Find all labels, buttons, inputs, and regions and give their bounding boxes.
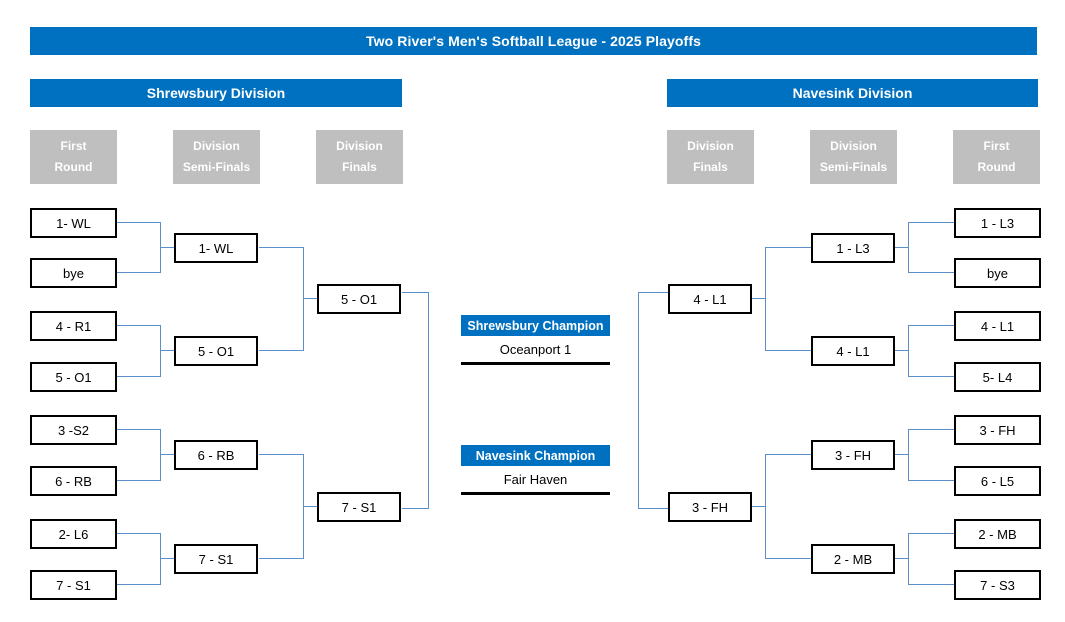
connector (402, 292, 429, 294)
connector (765, 350, 812, 352)
connector (908, 222, 955, 224)
connector (303, 506, 318, 508)
round-header-left-semi-finals: Division Semi-Finals (173, 130, 260, 184)
champion-card-heading: Shrewsbury Champion (461, 315, 610, 336)
division-banner-navesink: Navesink Division (667, 79, 1038, 107)
connector (908, 480, 955, 482)
connector (895, 558, 909, 560)
connector (765, 454, 812, 456)
connector (428, 292, 430, 509)
connector (160, 247, 175, 249)
connector (765, 247, 812, 249)
team-box[interactable]: 1- WL (30, 208, 117, 238)
round-header-line2: Finals (693, 159, 728, 174)
connector (765, 558, 812, 560)
team-box[interactable]: 2 - MB (954, 519, 1041, 549)
round-header-right-semi-finals: Division Semi-Finals (810, 130, 897, 184)
connector (117, 222, 160, 224)
team-box[interactable]: 3 -S2 (30, 415, 117, 445)
team-box[interactable]: 7 - S1 (317, 492, 401, 522)
connector (160, 454, 175, 456)
connector (117, 480, 160, 482)
round-header-line2: Semi-Finals (819, 159, 888, 174)
team-box[interactable]: 3 - FH (668, 492, 752, 522)
connector (895, 247, 909, 249)
team-box[interactable]: bye (30, 258, 117, 288)
connector (908, 533, 955, 535)
connector (117, 272, 160, 274)
connector (402, 508, 429, 510)
team-box[interactable]: 6 - RB (174, 440, 258, 470)
round-header-line2: Semi-Finals (182, 159, 251, 174)
connector (908, 429, 955, 431)
champion-team-name: Oceanport 1 (461, 336, 610, 365)
round-header-line2: Round (977, 159, 1016, 174)
connector (908, 584, 955, 586)
champion-card-heading: Navesink Champion (461, 445, 610, 466)
page-title: Two River's Men's Softball League - 2025… (30, 27, 1037, 55)
team-box[interactable]: 7 - S1 (174, 544, 258, 574)
connector (638, 292, 668, 294)
team-box[interactable]: 2 - MB (811, 544, 895, 574)
round-header-right-first-round: First Round (953, 130, 1040, 184)
champion-team-name: Fair Haven (461, 466, 610, 495)
connector (895, 350, 909, 352)
team-box[interactable]: bye (954, 258, 1041, 288)
connector (117, 429, 160, 431)
round-header-line1: Division (687, 138, 734, 153)
connector (117, 325, 160, 327)
connector (259, 454, 303, 456)
champion-card-navesink: Navesink Champion Fair Haven (461, 445, 610, 495)
round-header-line2: Round (54, 159, 93, 174)
team-box[interactable]: 5 - O1 (30, 362, 117, 392)
round-header-line1: Division (336, 138, 383, 153)
champion-card-shrewsbury: Shrewsbury Champion Oceanport 1 (461, 315, 610, 365)
connector (259, 247, 303, 249)
team-box[interactable]: 4 - L1 (668, 284, 752, 314)
connector (117, 533, 160, 535)
team-box[interactable]: 4 - R1 (30, 311, 117, 341)
team-box[interactable]: 4 - L1 (954, 311, 1041, 341)
round-header-left-first-round: First Round (30, 130, 117, 184)
team-box[interactable]: 7 - S1 (30, 570, 117, 600)
round-header-line1: First (60, 138, 87, 153)
round-header-left-finals: Division Finals (316, 130, 403, 184)
connector (117, 376, 160, 378)
round-header-line1: Division (830, 138, 877, 153)
team-box[interactable]: 5 - O1 (174, 336, 258, 366)
connector (160, 558, 175, 560)
team-box[interactable]: 1- WL (174, 233, 258, 263)
connector (908, 325, 955, 327)
round-header-right-finals: Division Finals (667, 130, 754, 184)
connector (908, 376, 955, 378)
team-box[interactable]: 5- L4 (954, 362, 1041, 392)
round-header-line1: Division (193, 138, 240, 153)
round-header-line1: First (983, 138, 1010, 153)
connector (752, 506, 766, 508)
connector (259, 558, 303, 560)
team-box[interactable]: 5 - O1 (317, 284, 401, 314)
team-box[interactable]: 2- L6 (30, 519, 117, 549)
connector (638, 292, 640, 509)
connector (908, 272, 955, 274)
connector (638, 508, 668, 510)
connector (303, 298, 318, 300)
team-box[interactable]: 6 - RB (30, 466, 117, 496)
team-box[interactable]: 3 - FH (954, 415, 1041, 445)
team-box[interactable]: 4 - L1 (811, 336, 895, 366)
team-box[interactable]: 1 - L3 (811, 233, 895, 263)
connector (259, 350, 303, 352)
round-header-line2: Finals (342, 159, 377, 174)
team-box[interactable]: 3 - FH (811, 440, 895, 470)
team-box[interactable]: 7 - S3 (954, 570, 1041, 600)
connector (895, 454, 909, 456)
connector (160, 350, 175, 352)
division-banner-shrewsbury: Shrewsbury Division (30, 79, 402, 107)
connector (752, 298, 766, 300)
connector (117, 584, 160, 586)
team-box[interactable]: 6 - L5 (954, 466, 1041, 496)
team-box[interactable]: 1 - L3 (954, 208, 1041, 238)
